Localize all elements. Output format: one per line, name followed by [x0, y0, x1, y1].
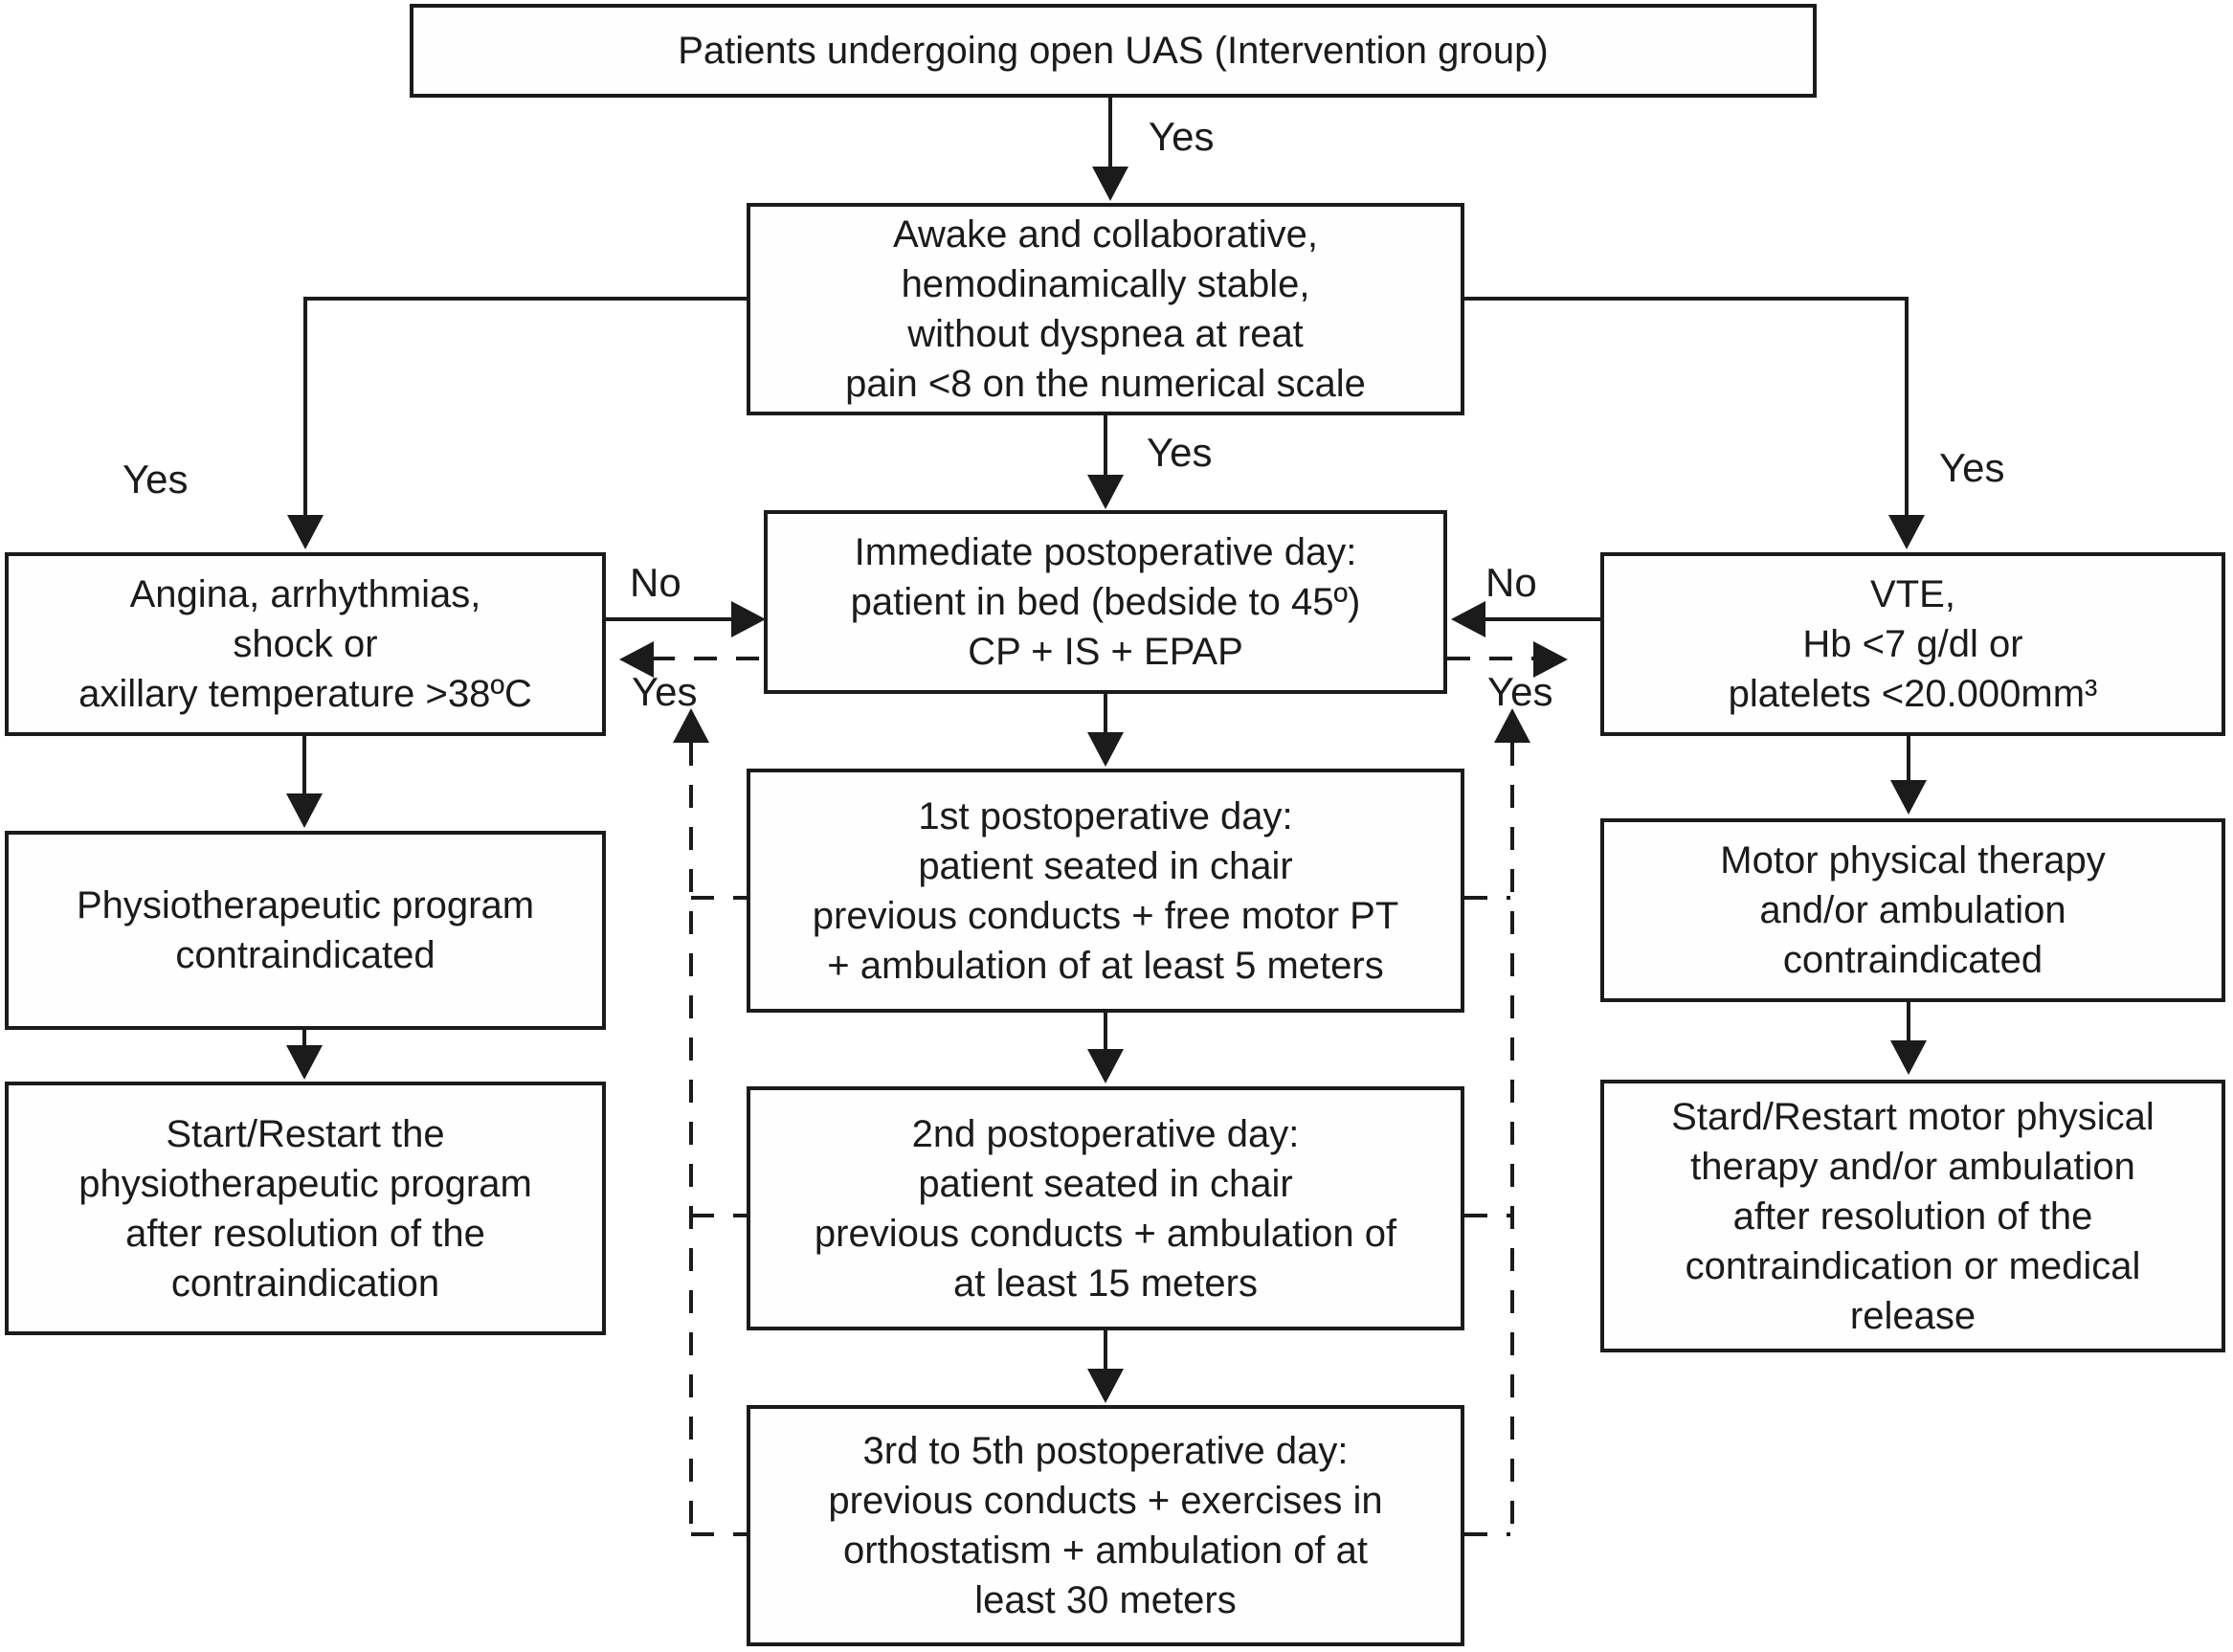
dashed-arrow-immediate-yes-to-angina [652, 657, 764, 660]
dashed-stub-day1-right [1464, 896, 1510, 900]
dashed-stub-day2-left [691, 1214, 747, 1217]
arrowhead-up-icon [673, 708, 709, 743]
node-first-postop-day: 1st postoperative day: patient seated in… [747, 769, 1464, 1013]
node-angina-arrhythmias: Angina, arrhythmias, shock or axillary t… [5, 552, 606, 736]
node-day1-text: 1st postoperative day: patient seated in… [812, 794, 1399, 987]
arrowhead-left-icon [1451, 601, 1485, 637]
arrow-awake-to-immediate-line [1104, 415, 1107, 477]
arrowhead-down-icon [1890, 1040, 1927, 1075]
arrow-day1-to-day2-line [1104, 1013, 1107, 1051]
node-motor-therapy-restart: Stard/Restart motor physical therapy and… [1600, 1080, 2225, 1352]
arrowhead-down-icon [286, 793, 323, 828]
edge-label-yes-left-dashed: Yes [632, 669, 698, 714]
arrow-motor-contra-to-restart-line [1907, 1002, 1910, 1042]
node-immediate-text: Immediate postoperative day: patient in … [850, 531, 1361, 673]
arrow-awake-to-vte-vertical [1905, 297, 1909, 515]
node-motor-therapy-contraindicated: Motor physical therapy and/or ambulation… [1600, 818, 2225, 1002]
node-day3-text: 3rd to 5th postoperative day: previous c… [828, 1430, 1383, 1621]
arrow-patients-to-awake-line [1108, 98, 1112, 170]
node-physio-contra-text: Physiotherapeutic program contraindicate… [76, 884, 535, 976]
node-day2-text: 2nd postoperative day: patient seated in… [814, 1112, 1397, 1305]
node-immediate-postop-day: Immediate postoperative day: patient in … [764, 510, 1447, 694]
node-second-postop-day: 2nd postoperative day: patient seated in… [747, 1086, 1464, 1330]
dashed-stub-day1-left [691, 896, 747, 900]
arrowhead-down-icon [1888, 515, 1925, 549]
dashed-feedback-line-left [689, 743, 693, 1540]
arrow-angina-no-to-immediate-line [606, 617, 733, 621]
node-patients-text: Patients undergoing open UAS (Interventi… [678, 30, 1549, 72]
arrowhead-down-icon [287, 515, 324, 549]
edge-label-yes-top: Yes [1149, 114, 1215, 159]
dashed-arrow-immediate-yes-to-vte [1447, 657, 1533, 660]
node-vte-text: VTE, Hb <7 g/dl or platelets <20.000mm³ [1728, 573, 2098, 715]
edge-label-no-left: No [630, 560, 681, 605]
arrow-angina-to-physio-contra-line [302, 736, 306, 795]
arrowhead-down-icon [1087, 1049, 1124, 1083]
arrow-awake-to-angina-vertical [303, 297, 307, 515]
node-third-to-fifth-postop-day: 3rd to 5th postoperative day: previous c… [747, 1405, 1464, 1646]
edge-label-yes-left-elbow: Yes [123, 457, 189, 502]
node-vte-hb-platelets: VTE, Hb <7 g/dl or platelets <20.000mm³ [1600, 552, 2225, 736]
arrow-immediate-to-day1-line [1104, 694, 1107, 732]
node-physio-restart-text: Start/Restart the physiotherapeutic prog… [78, 1112, 532, 1305]
node-motor-restart-text: Stard/Restart motor physical therapy and… [1671, 1095, 2155, 1337]
arrowhead-down-icon [1087, 732, 1124, 767]
arrow-day2-to-day3-line [1104, 1330, 1107, 1369]
arrow-awake-to-vte-horizontal [1464, 297, 1909, 301]
edge-label-yes-center: Yes [1147, 430, 1213, 475]
node-physio-program-contraindicated: Physiotherapeutic program contraindicate… [5, 831, 606, 1030]
node-awake-stable-criteria: Awake and collaborative, hemodinamically… [747, 203, 1464, 415]
arrow-physio-contra-to-restart-line [302, 1030, 306, 1047]
arrow-awake-to-angina-horizontal [303, 297, 747, 301]
edge-label-no-right: No [1485, 560, 1537, 605]
arrowhead-down-icon [1890, 780, 1927, 815]
node-angina-text: Angina, arrhythmias, shock or axillary t… [78, 573, 532, 715]
arrowhead-down-icon [1087, 475, 1124, 509]
dashed-feedback-line-right [1510, 743, 1514, 1540]
dashed-stub-day3-right [1464, 1532, 1510, 1536]
edge-label-yes-right-elbow: Yes [1939, 445, 2005, 490]
node-awake-text: Awake and collaborative, hemodinamically… [845, 213, 1366, 405]
node-patients-open-uas: Patients undergoing open UAS (Interventi… [410, 4, 1817, 98]
arrowhead-down-icon [1087, 1369, 1124, 1403]
arrowhead-up-icon [1494, 708, 1530, 743]
dashed-stub-day2-right [1464, 1214, 1510, 1217]
arrowhead-down-icon [1092, 167, 1128, 201]
arrowhead-right-icon [731, 601, 766, 637]
arrowhead-right-icon [1533, 641, 1568, 678]
edge-label-yes-right-dashed: Yes [1487, 669, 1553, 714]
arrowhead-left-icon [619, 641, 654, 678]
arrow-vte-no-to-immediate-line [1485, 617, 1600, 621]
arrow-vte-to-motor-contra-line [1907, 736, 1910, 782]
dashed-stub-day3-left [691, 1532, 747, 1536]
node-physio-program-restart: Start/Restart the physiotherapeutic prog… [5, 1082, 606, 1335]
arrowhead-down-icon [286, 1045, 323, 1080]
node-motor-contra-text: Motor physical therapy and/or ambulation… [1720, 839, 2106, 981]
